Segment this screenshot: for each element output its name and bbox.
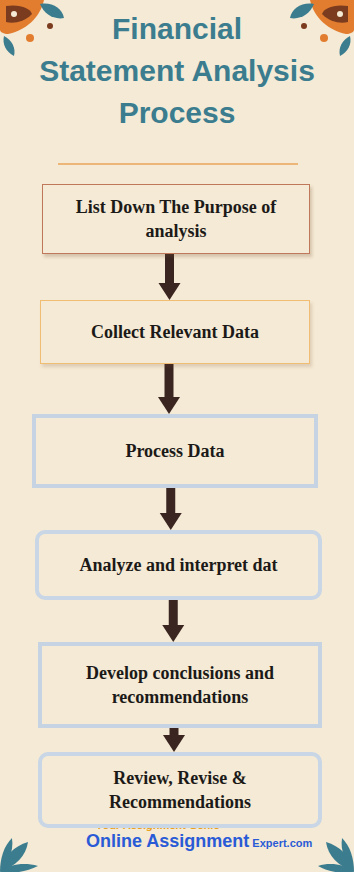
process-box: Process Data [32, 414, 318, 488]
dot [26, 34, 34, 42]
corner-ornament [0, 0, 64, 56]
arrow-head [162, 625, 184, 642]
process-box: Collect Relevant Data [40, 300, 310, 364]
process-box: Develop conclusions and recommendations [38, 642, 322, 728]
arrow-head [160, 513, 182, 530]
leaf [339, 36, 350, 56]
arrow-shaft [169, 600, 178, 626]
paisley [0, 0, 44, 34]
flow-arrow [160, 488, 182, 530]
arrow-head [163, 735, 185, 752]
paisley [310, 0, 354, 34]
step-label: Develop conclusions and recommendations [50, 661, 310, 709]
title-rule [58, 163, 298, 165]
watermark-text: Expert.com [252, 837, 312, 849]
step-label: Collect Relevant Data [91, 320, 259, 344]
step-label: Process Data [125, 439, 224, 463]
corner-leaves [318, 838, 354, 872]
leaf [318, 864, 354, 872]
corner-ornament [290, 0, 354, 56]
process-box: Analyze and interpret dat [35, 530, 322, 600]
leaf [290, 4, 314, 19]
dot [47, 23, 53, 29]
watermark-text: Online Assignment [86, 831, 249, 852]
flow-arrow [159, 254, 181, 300]
arrow-shaft [170, 728, 179, 736]
step-label: List Down The Purpose of analysis [51, 195, 301, 243]
diagram-title: Financial Statement Analysis Process [37, 8, 317, 134]
dot [320, 34, 328, 42]
watermark-row: Online AssignmentExpert.com [86, 831, 322, 852]
title-block: Financial Statement Analysis Process [37, 8, 317, 134]
dot [301, 23, 307, 29]
leaf [40, 4, 64, 19]
corner-leaves [0, 838, 38, 872]
arrow-shaft [166, 488, 175, 514]
flow-arrow [158, 364, 180, 414]
step-label: Analyze and interpret dat [79, 553, 277, 577]
arrow-shaft [165, 364, 174, 398]
step-label: Review, Revise & Recommendations [50, 766, 310, 814]
paisley-inner [322, 5, 348, 22]
leaf [0, 864, 38, 872]
arrow-shaft [165, 254, 174, 284]
dot [11, 11, 17, 17]
arrow-head [159, 283, 181, 300]
flow-arrow [162, 600, 184, 642]
dot [337, 11, 343, 17]
paisley-inner [6, 5, 32, 22]
leaf [3, 36, 14, 56]
arrow-head [158, 397, 180, 414]
flow-arrow [163, 728, 185, 752]
process-box: List Down The Purpose of analysis [42, 184, 310, 254]
process-box: Review, Revise & Recommendations [38, 752, 322, 828]
